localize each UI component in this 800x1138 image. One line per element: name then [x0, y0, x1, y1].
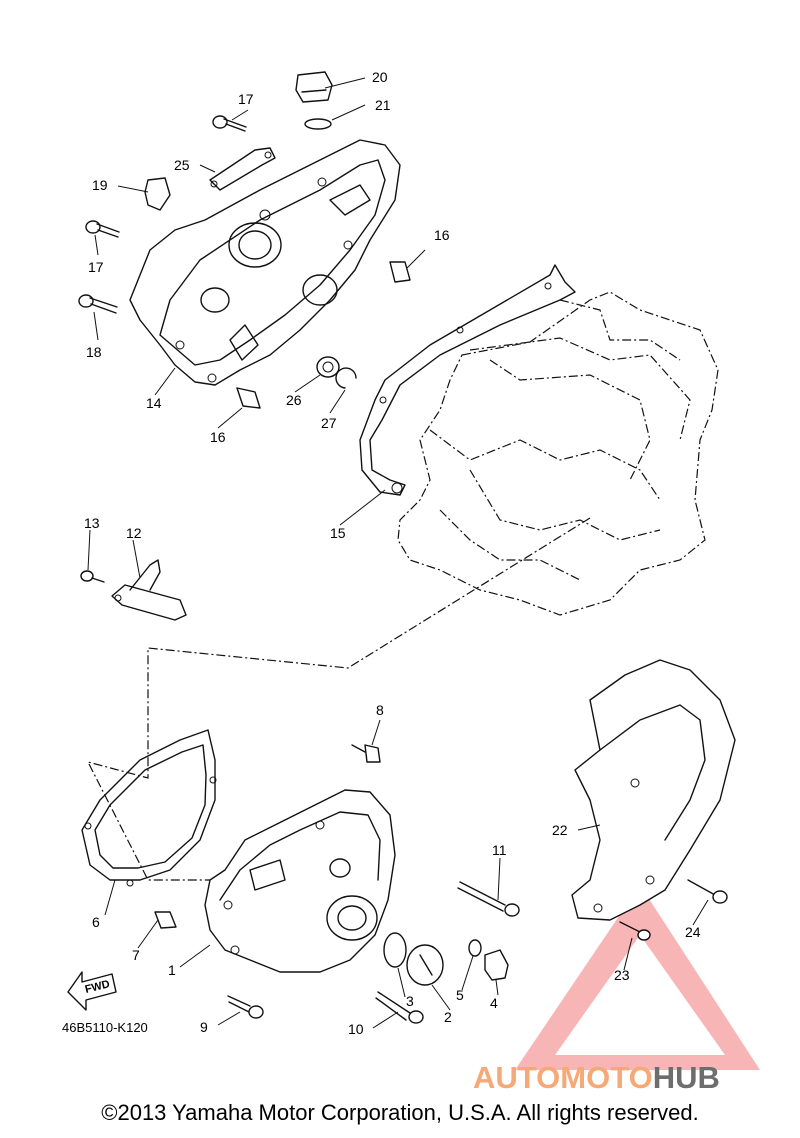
callout-2: 2: [444, 1009, 452, 1025]
callout-16-lower: 16: [210, 429, 226, 445]
fwd-arrow-icon: FWD: [67, 971, 117, 1011]
crankcase-outline: [397, 291, 719, 616]
bolt-part-23: [619, 921, 651, 941]
callout-9: 9: [200, 1019, 208, 1035]
dowel-pin-part-7: [154, 911, 177, 929]
callout-13: 13: [84, 515, 100, 531]
callout-23: 23: [614, 967, 630, 983]
callout-17-lower: 17: [88, 259, 104, 275]
callout-14: 14: [146, 395, 162, 411]
plate-part-25: [209, 147, 276, 191]
watermark: AUTOMOTOHUB: [473, 885, 760, 1095]
copyright-notice: ©2013 Yamaha Motor Corporation, U.S.A. A…: [101, 1100, 699, 1125]
callout-10: 10: [348, 1021, 364, 1037]
callout-22: 22: [552, 822, 568, 838]
oil-seal-part-26: [316, 356, 340, 378]
bolt-part-13: [80, 570, 105, 583]
callout-11: 11: [492, 842, 507, 858]
callout-18: 18: [86, 344, 102, 360]
watermark-brand-suffix: HUB: [653, 1060, 720, 1095]
svg-text:AUTOMOTOHUB: AUTOMOTOHUB: [473, 1060, 720, 1095]
bolt-part-9: [227, 995, 264, 1019]
crankcase-cover-part-14: [129, 139, 401, 386]
o-ring-part-3: [383, 932, 407, 968]
callout-6: 6: [92, 914, 100, 930]
bolt-part-10: [375, 991, 424, 1024]
watermark-triangle-icon: [515, 885, 760, 1070]
callout-7: 7: [132, 947, 140, 963]
bolt-part-17-lower: [85, 220, 120, 238]
leader-lines: [87, 77, 709, 1029]
callout-27: 27: [321, 415, 337, 431]
fwd-label: FWD: [84, 978, 111, 996]
callout-15: 15: [330, 525, 346, 541]
callout-1: 1: [168, 962, 176, 978]
part-code: 46B5110-K120: [62, 1020, 148, 1035]
callout-4: 4: [490, 995, 498, 1011]
callout-24: 24: [685, 924, 701, 940]
reference-line: [86, 517, 591, 881]
callout-17-upper: 17: [238, 91, 254, 107]
bolt-part-24: [687, 879, 728, 904]
o-ring-part-5: [468, 939, 482, 957]
bolt-part-17-upper: [212, 115, 247, 132]
exploded-parts-diagram: AUTOMOTOHUB: [62, 69, 760, 1095]
callout-25: 25: [174, 157, 190, 173]
callout-19: 19: [92, 177, 108, 193]
callout-3: 3: [406, 993, 414, 1009]
callout-8: 8: [376, 702, 384, 718]
callout-26: 26: [286, 392, 302, 408]
callout-21: 21: [375, 97, 391, 113]
dowel-pin-part-16-lower: [236, 387, 261, 409]
callout-16-upper: 16: [434, 227, 450, 243]
bolt-part-18: [78, 294, 118, 314]
crankcase-cover-part-1: [204, 789, 396, 973]
bolt-part-11: [457, 881, 520, 917]
callout-20: 20: [372, 69, 388, 85]
gasket-part-6: [81, 729, 217, 887]
callout-5: 5: [456, 987, 464, 1003]
cap-part-2: [406, 944, 444, 986]
gasket-part-15: [359, 264, 576, 496]
callout-12: 12: [126, 525, 142, 541]
watermark-brand-prefix: AUTOMOTO: [473, 1060, 653, 1095]
dowel-pin-part-16-upper: [389, 261, 411, 283]
bracket-part-12: [111, 559, 187, 621]
plug-part-4: [484, 949, 509, 981]
o-ring-part-21: [304, 118, 332, 130]
bolt-part-8: [351, 744, 381, 763]
sprocket-cover-part-22: [571, 659, 736, 921]
oil-filler-cap-part-20: [295, 71, 333, 103]
callout-labels: 1 2 3 4 5 6 7 8 9 10 11 12 13 14 15 16 1…: [84, 69, 701, 1037]
circlip-part-27: [335, 367, 357, 389]
plug-part-19: [144, 177, 171, 211]
